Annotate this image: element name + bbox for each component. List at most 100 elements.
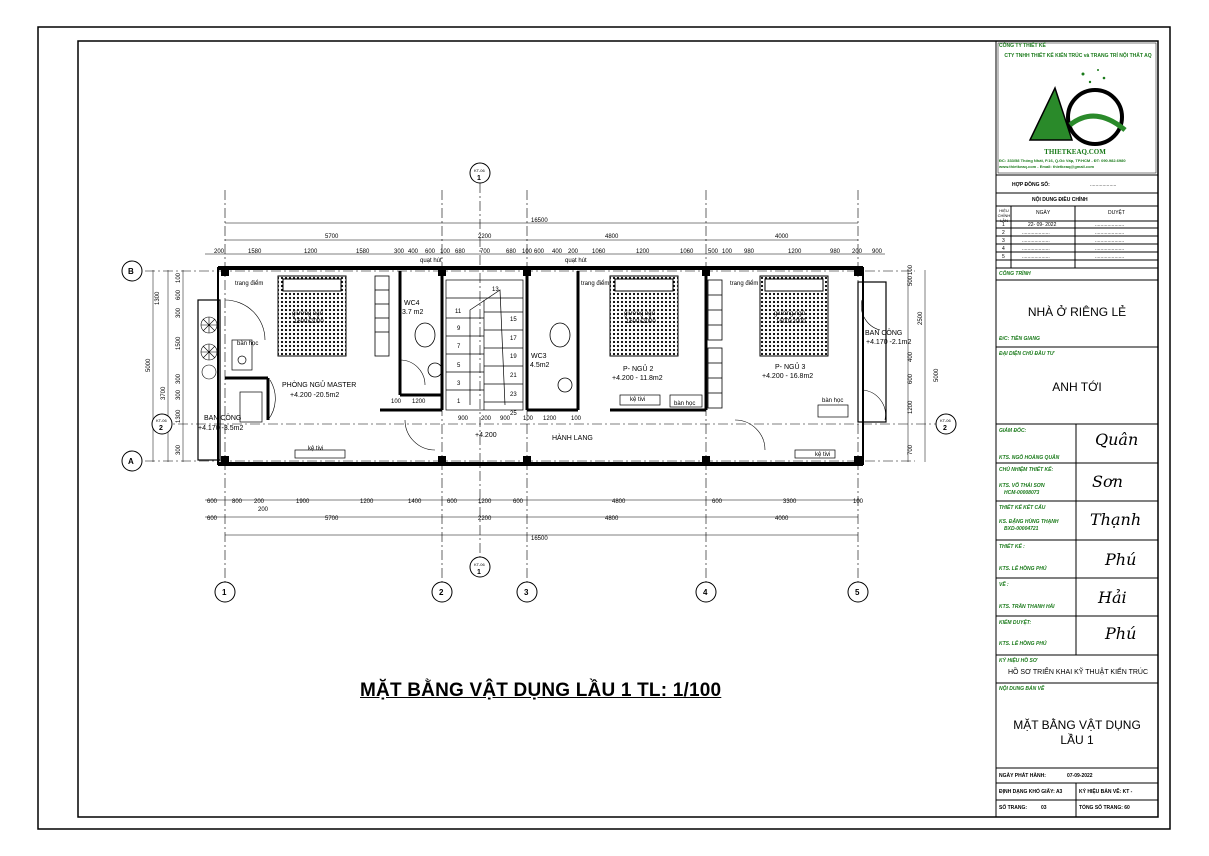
rev-3-ok: ..................... [1095, 238, 1125, 244]
dim-d2: 1200 [304, 249, 318, 255]
rdim-i1: 100 [908, 264, 914, 275]
rev-2-date: .................... [1022, 230, 1050, 236]
sdim-6: 1200 [543, 416, 557, 422]
sdim-5: 100 [523, 416, 534, 422]
section-mark-right-no: 2 [943, 425, 947, 432]
issue-label: NGÀY PHÁT HÀNH: [999, 773, 1046, 779]
rev-5-ok: ..................... [1095, 254, 1125, 260]
grid-lines [145, 165, 950, 585]
dim-top-main-3: 4800 [605, 234, 619, 240]
dim-d12: 600 [534, 249, 545, 255]
contract-label: HỢP ĐỒNG SỐ: [1012, 182, 1050, 188]
interior-walls [225, 271, 708, 420]
label-bed-size-1: 1600x2000 [294, 319, 324, 325]
project-name: NHÀ Ở RIÊNG LẺ [1027, 305, 1127, 319]
ldim-o1: 5000 [146, 358, 152, 372]
rev-header-no: HIỆU CHỈNH LẦN [997, 208, 1011, 223]
bdim-7: 1200 [478, 499, 492, 505]
rev-5-date: .................... [1022, 254, 1050, 260]
dim-d15: 1060 [592, 249, 606, 255]
stair-25: 25 [510, 411, 517, 417]
label-fan-2: quạt hút [565, 258, 587, 264]
label-dresser-2: trang điểm [581, 280, 609, 287]
sdim-4: 900 [500, 416, 511, 422]
grid-label-5: 5 [855, 588, 860, 597]
rev-4-date: .................... [1022, 246, 1050, 252]
dim-d18: 500 [708, 249, 719, 255]
company-website: THIETKEAQ.COM [1044, 148, 1106, 156]
file-label: KÝ HIỆU HỒ SƠ [999, 658, 1038, 664]
stair-23: 23 [510, 392, 517, 398]
bdim-1: 800 [232, 499, 243, 505]
stair-19: 19 [510, 354, 517, 360]
dim-d4: 300 [394, 249, 405, 255]
drawing-title: MẶT BẰNG VẬT DỤNG LẦU 1 TL: 1/100 [360, 680, 722, 701]
sdim-2: 900 [458, 416, 469, 422]
structure-label: THIẾT KẾ KẾT CẤU [999, 505, 1046, 511]
sdim-1: 1200 [412, 399, 426, 405]
bdim-5: 1400 [408, 499, 422, 505]
rev-2-ok: ..................... [1095, 230, 1125, 236]
stair-9: 9 [457, 326, 461, 332]
balcony-left-outline [197, 299, 221, 461]
rev-1-date: 22- 09- 2022 [1028, 222, 1057, 228]
rdim-o0: 5000 [934, 368, 940, 382]
label-dresser-3: trang điểm [730, 280, 758, 287]
company-name: CTY TNHH THIẾT KẾ KIẾN TRÚC và TRANG TRÍ… [1004, 53, 1152, 59]
label-tv-2: kệ tivi [630, 397, 645, 403]
rev-1-ok: ..................... [1095, 222, 1125, 228]
chief-name: KTS. VÕ THÁI SƠN [999, 483, 1045, 489]
drafter-name: KTS. TRẦN THANH HẢI [999, 604, 1055, 610]
columns [221, 268, 862, 464]
designer-label: THIẾT KẾ : [999, 544, 1025, 550]
label-fan-1: quạt hút [420, 258, 442, 264]
dim-d20: 980 [744, 249, 755, 255]
section-mark-bottom-no: 1 [477, 569, 481, 576]
checker-name: KTS. LÊ HỒNG PHÚ [999, 641, 1047, 647]
company-web-email: www.thietkeaq.com - Email: thietkeaq@gma… [999, 164, 1095, 169]
dim-bottom-main-0: 600 [207, 516, 218, 522]
sheet-border-outer [37, 26, 1171, 830]
company-label: CÔNG TY THIẾT KẾ [999, 43, 1046, 49]
sdim-3: 200 [481, 416, 492, 422]
structure-name: KS. ĐẶNG HÙNG THẠNH [999, 519, 1059, 525]
grid-label-3: 3 [524, 588, 529, 597]
ldim-i3: 1500 [176, 336, 182, 350]
chief-signature: Sơn [1092, 472, 1123, 491]
company-address: ĐC: 333/58 Thống Nhất, P.16, Q.Gò Vấp, T… [999, 158, 1126, 163]
dim-d24: 900 [872, 249, 883, 255]
ldim-i1: 600 [176, 289, 182, 300]
issue-date: 07-09-2022 [1067, 773, 1093, 779]
bdim-12: 100 [853, 499, 864, 505]
dim-d7: 100 [440, 249, 451, 255]
room-bed3-area: +4.200 - 16.8m2 [762, 373, 813, 380]
ldim-o0: 1300 [155, 291, 161, 305]
bdim-6: 600 [447, 499, 458, 505]
revision-title: NỘI DUNG ĐIỀU CHỈNH [1032, 197, 1088, 203]
rdim-i3: 400 [908, 351, 914, 362]
bdim-11: 3300 [783, 499, 797, 505]
project-label: CÔNG TRÌNH [999, 271, 1031, 277]
grid-label-1: 1 [222, 588, 227, 597]
overall-dim-bottom: 16500 [531, 536, 548, 542]
rev-3-date: .................... [1022, 238, 1050, 244]
dim-d3: 1580 [356, 249, 370, 255]
dim-d17: 1060 [680, 249, 694, 255]
titleblock-frame [995, 40, 1159, 818]
chief-cert: HCM-00008073 [1004, 490, 1040, 496]
dim-d1: 1580 [248, 249, 262, 255]
label-bed-1: giường ngủ [292, 310, 323, 317]
grid-bubbles [121, 162, 957, 603]
bdim-3: 1900 [296, 499, 310, 505]
room-wc3-area: 4.5m2 [530, 362, 550, 369]
checker-signature: Phú [1105, 624, 1137, 643]
beds [277, 275, 829, 357]
content-line-1: MẶT BẰNG VẬT DỤNG [1013, 718, 1141, 732]
director-name: KTS. NGÔ HOÀNG QUÂN [999, 455, 1060, 461]
ldim-i4: 300 [176, 373, 182, 384]
room-master-area: +4.200 -20.5m2 [290, 392, 339, 399]
stair-5: 5 [457, 363, 461, 369]
section-mark-right-sheet: KT-06 [940, 418, 951, 423]
rev-4-no: 4 [1002, 246, 1005, 252]
section-mark-left-no: 2 [159, 425, 163, 432]
